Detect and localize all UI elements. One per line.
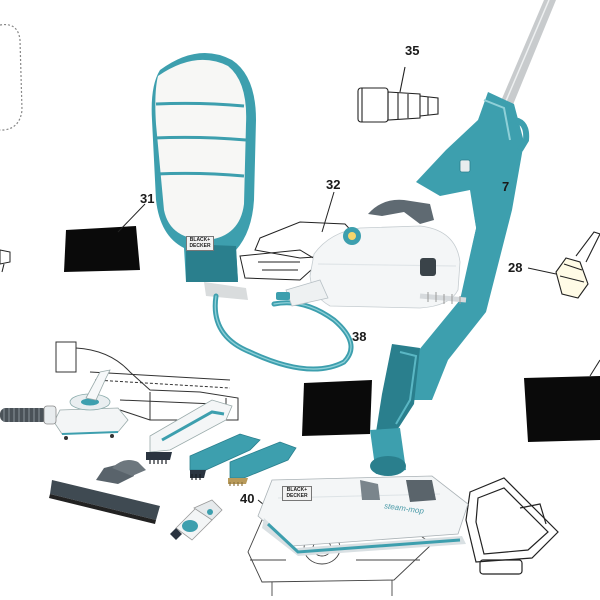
callout-40: 40 (240, 491, 255, 506)
black-block-31 (64, 226, 140, 272)
handle-rod (498, 0, 556, 112)
flex-hose-left (0, 405, 57, 425)
outline-panel-topleft (0, 23, 23, 131)
part-28-connector (555, 231, 600, 299)
callout-31: 31 (140, 191, 155, 206)
leader-28 (527, 267, 557, 275)
microfibre-mitt (151, 52, 256, 300)
black-block-38 (302, 380, 372, 436)
fitting-left-edge (0, 249, 11, 273)
small-nozzle (170, 499, 223, 541)
steam-hose (212, 293, 354, 372)
mitt-brand-label: BLACK+ DECKER (186, 236, 214, 251)
callout-7: 7 (502, 179, 510, 194)
steam-mop-neck (370, 344, 420, 476)
callout-32: 32 (326, 177, 341, 192)
triangle-pad-outline (465, 477, 559, 575)
callout-38: 38 (352, 329, 367, 344)
callout-28: 28 (508, 260, 523, 275)
plate-brand-label: BLACK+ DECKER (282, 486, 312, 501)
handheld-steamer (276, 199, 467, 309)
brush-attachment-large (146, 399, 233, 464)
leader-31 (117, 203, 146, 233)
black-block-right (524, 376, 600, 442)
callout-35: 35 (405, 43, 420, 58)
steam-hose-highlight (214, 295, 352, 370)
steamer-head-line-drawing (55, 341, 239, 421)
brush-attachment-dark (189, 433, 261, 480)
window-squeegee (49, 460, 160, 524)
brush-attachment-brass (228, 441, 297, 486)
leader-right-edge (589, 359, 600, 377)
part-35-nozzle-drawing (357, 66, 439, 123)
small-mop-base (53, 369, 129, 440)
